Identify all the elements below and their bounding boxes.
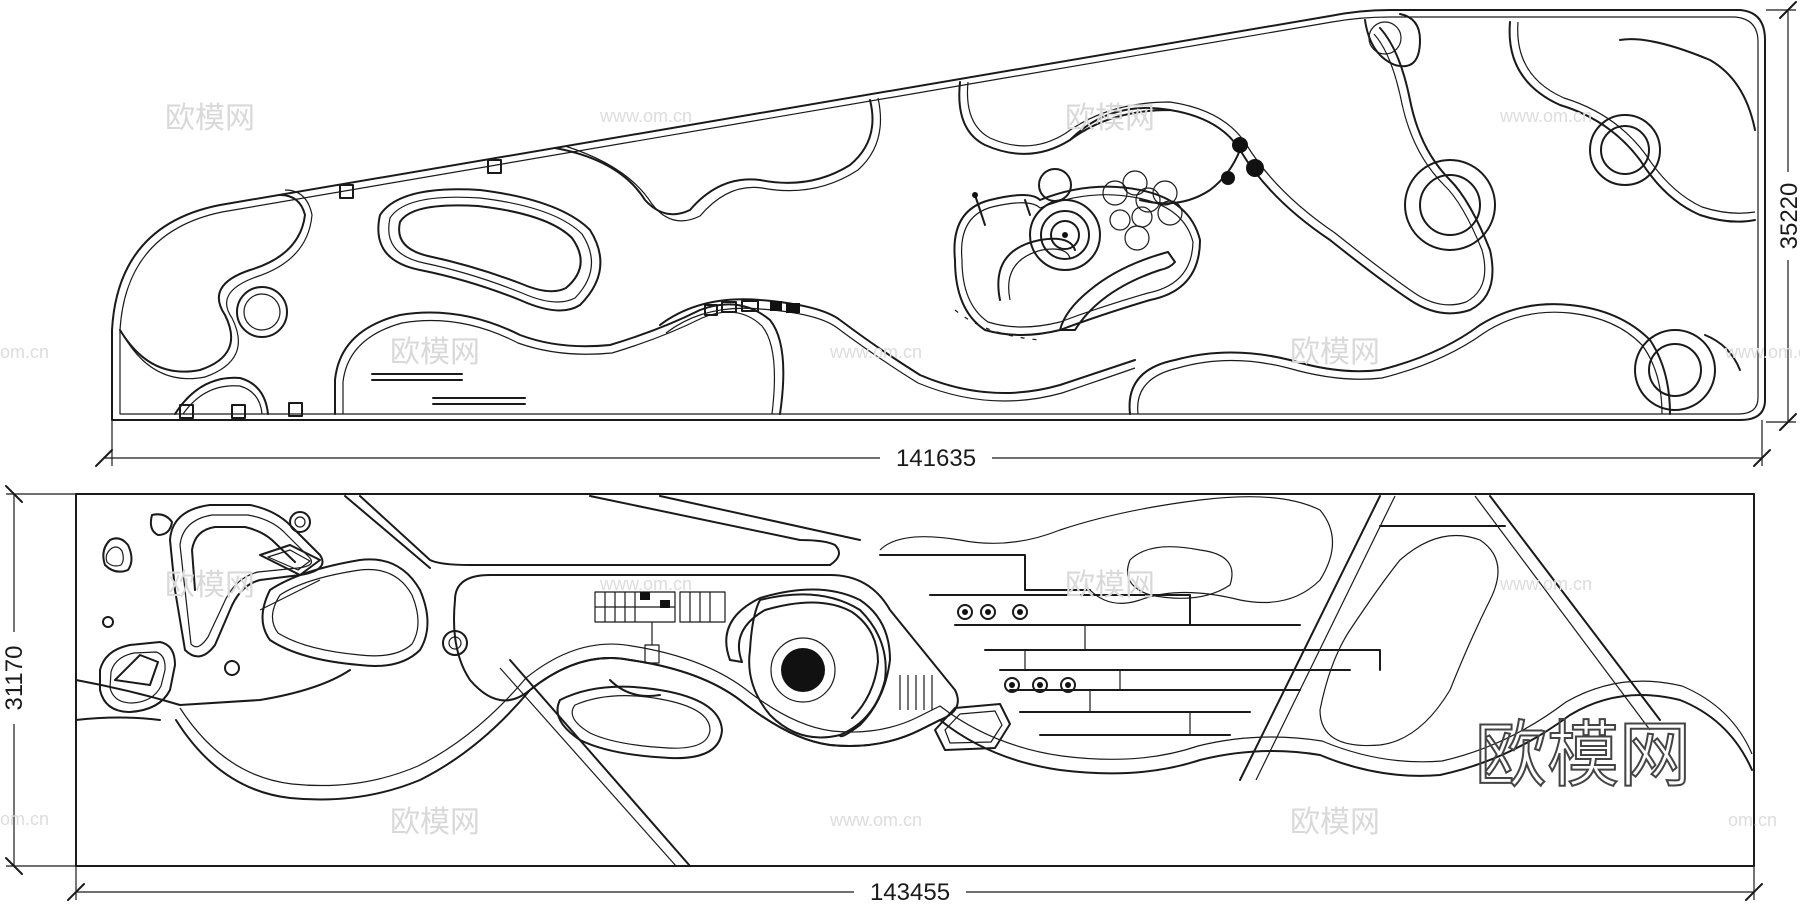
top-tree-cluster <box>1102 170 1183 251</box>
top-lower-lobe <box>334 303 785 415</box>
watermark-url-5: www.om.cn <box>1724 342 1800 362</box>
top-bottom-right-circle <box>1634 329 1716 411</box>
watermark-url-6: www.om.cn <box>599 574 692 594</box>
top-small-feature <box>1038 168 1072 202</box>
bottom-meadow-3 <box>1319 534 1499 747</box>
top-fountain-mid <box>1040 210 1090 260</box>
top-dark-tree-1 <box>1232 137 1248 153</box>
bottom-terrace-trees <box>957 604 1076 693</box>
top-site-plan: 141635 35220 <box>95 1 1800 472</box>
watermark-url-3: om.cn <box>0 342 49 362</box>
watermark-url-8: om.cn <box>0 809 49 829</box>
bottom-meadow-2 <box>1126 546 1233 599</box>
bottom-central-plaza <box>453 574 959 747</box>
bottom-meadow-1 <box>879 496 1333 604</box>
top-height-label: 35220 <box>1776 183 1800 250</box>
top-curved-bench <box>1059 251 1176 331</box>
top-dark-tree-3 <box>1221 171 1235 185</box>
watermark-url-4: www.om.cn <box>829 342 922 362</box>
top-inner-plaza <box>1069 107 1171 141</box>
bottom-fountain <box>781 648 825 692</box>
bottom-terraces <box>879 554 1381 736</box>
watermark-url-10: om.cn <box>1728 810 1777 830</box>
top-curved-wall <box>997 237 1076 301</box>
bottom-hex-planter <box>934 703 1011 751</box>
bottom-curved-pergola <box>725 588 891 738</box>
watermark-url-1: www.om.cn <box>599 106 692 126</box>
watermark-brand-7: 欧模网 <box>390 805 480 840</box>
watermark-url-2: www.om.cn <box>1499 106 1592 126</box>
bottom-pond <box>556 685 723 760</box>
top-mid-circle-outer <box>1404 159 1496 251</box>
watermark-brand-4: 欧模网 <box>1290 335 1380 370</box>
top-oval-track-inner <box>398 204 582 293</box>
bottom-height-dimension: 31170 <box>0 485 76 875</box>
top-central-path <box>659 298 1136 394</box>
bottom-diagonal-path-2 <box>344 495 431 569</box>
top-plan-boundary-inner <box>119 16 1759 415</box>
watermark-brand-3: 欧模网 <box>390 335 480 370</box>
top-oval-track-outer <box>377 188 602 312</box>
top-dark-tree-2 <box>1246 159 1264 177</box>
top-height-dimension: 35220 <box>1766 1 1800 431</box>
watermarks: 欧模网 www.om.cn 欧模网 www.om.cn om.cn 欧模网 ww… <box>0 101 1800 840</box>
bottom-width-label: 143455 <box>870 879 950 904</box>
bottom-diagonal-path-1 <box>509 659 691 867</box>
top-left-circle-planter <box>236 286 288 338</box>
bottom-left-complex <box>75 504 468 721</box>
watermark-url-9: www.om.cn <box>829 810 922 830</box>
top-bench-3 <box>288 402 303 417</box>
top-bench-1 <box>179 404 194 419</box>
bottom-diagonal-path-4 <box>1489 495 1661 721</box>
top-width-dimension: 141635 <box>95 420 1771 472</box>
bottom-round-plaza <box>748 593 887 739</box>
bottom-height-label: 31170 <box>1 646 28 711</box>
top-bench-2 <box>231 404 246 419</box>
bottom-stairs <box>899 675 933 710</box>
top-bench-4 <box>339 184 354 199</box>
watermark-brand-2: 欧模网 <box>1065 101 1155 136</box>
watermark-brand-1: 欧模网 <box>165 101 255 136</box>
top-central-lobe <box>958 27 1494 315</box>
bottom-width-dimension: 143455 <box>67 866 1763 904</box>
top-mid-circle-inner <box>1419 174 1481 236</box>
top-right-circle-outer <box>1589 114 1661 186</box>
top-width-label: 141635 <box>896 445 976 472</box>
watermark-brand-6: 欧模网 <box>1065 568 1155 603</box>
top-bench-5 <box>487 159 502 174</box>
top-left-lobe <box>119 194 306 373</box>
watermark-brand-8: 欧模网 <box>1290 805 1380 840</box>
top-feature-oval <box>953 185 1201 336</box>
bottom-top-path <box>359 495 840 566</box>
top-left-bottom-arc <box>174 376 269 415</box>
top-right-lobe <box>1508 21 1756 223</box>
top-fountain-outer <box>1029 199 1101 271</box>
bottom-site-plan: 143455 31170 <box>0 485 1763 904</box>
top-fountain-inner <box>1050 220 1080 250</box>
top-plan-boundary <box>111 9 1766 421</box>
watermark-brand-large: 欧模网 <box>1475 713 1691 797</box>
watermark-brand-5: 欧模网 <box>165 568 255 603</box>
watermark-url-7: www.om.cn <box>1499 574 1592 594</box>
bottom-paving-grid <box>594 591 726 664</box>
bottom-diagonal-path-3 <box>1239 495 1381 781</box>
top-north-wave <box>554 99 874 216</box>
top-bottom-right-lobe <box>1128 303 1671 415</box>
top-right-circle-inner <box>1600 125 1650 175</box>
top-furniture-1 <box>704 304 718 316</box>
